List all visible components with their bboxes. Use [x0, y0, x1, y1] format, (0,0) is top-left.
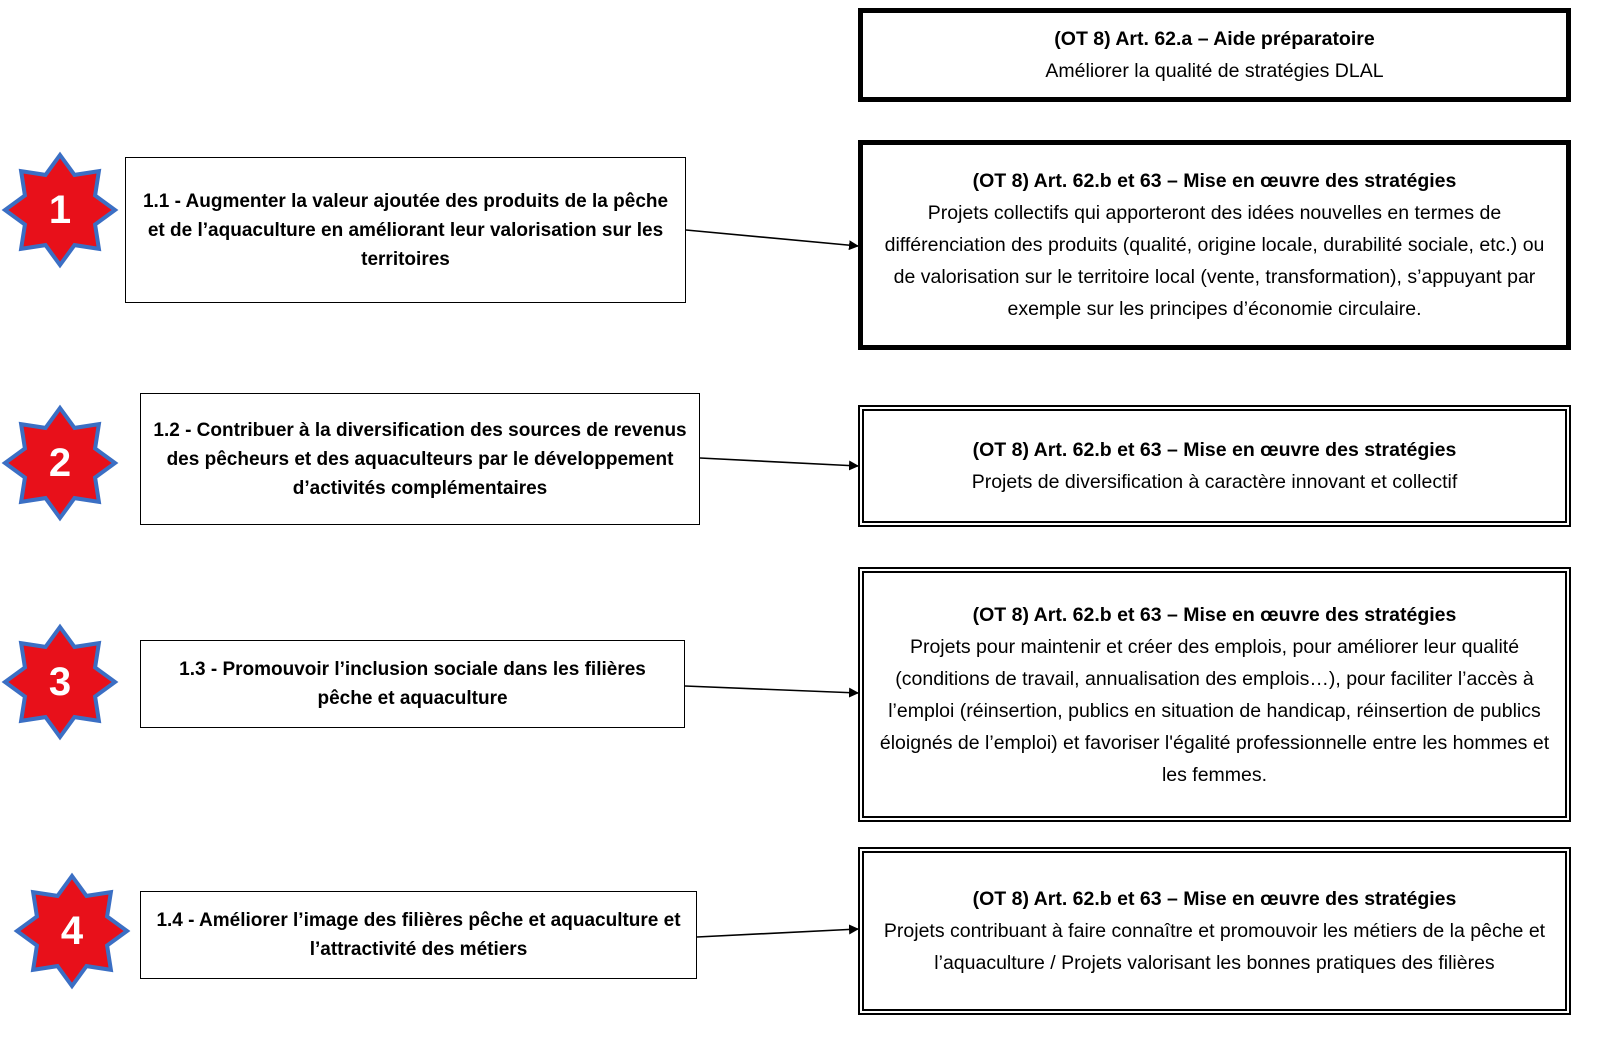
arrow-2: [699, 457, 859, 471]
measure-title-4: (OT 8) Art. 62.b et 63 – Mise en œuvre d…: [972, 888, 1457, 910]
measure-box-3: (OT 8) Art. 62.b et 63 – Mise en œuvre d…: [858, 567, 1571, 822]
objective-box-4: 1.4 - Améliorer l’image des filières pêc…: [140, 891, 697, 979]
objective-box-3: 1.3 - Promouvoir l’inclusion sociale dan…: [140, 640, 685, 728]
objective-box-2: 1.2 - Contribuer à la diversification de…: [140, 393, 700, 525]
preparatory-support-title: (OT 8) Art. 62.a – Aide préparatoire: [1054, 28, 1375, 50]
preparatory-support-desc: Améliorer la qualité de stratégies DLAL: [1045, 60, 1384, 82]
measure-title-1: (OT 8) Art. 62.b et 63 – Mise en œuvre d…: [972, 170, 1457, 192]
measure-box-1: (OT 8) Art. 62.b et 63 – Mise en œuvre d…: [858, 140, 1571, 350]
star-badge-3-number: 3: [48, 659, 72, 704]
star-badge-2: [1, 404, 119, 522]
arrow-4: [696, 924, 859, 938]
star-badge-4: [13, 872, 131, 990]
measure-box-4: (OT 8) Art. 62.b et 63 – Mise en œuvre d…: [858, 847, 1571, 1015]
measure-desc-3: Projets pour maintenir et créer des empl…: [879, 635, 1550, 786]
star-badge-4-number: 4: [60, 908, 84, 953]
star-badge-3: [1, 623, 119, 741]
objective-text-1: 1.1 - Augmenter la valeur ajoutée des pr…: [142, 190, 669, 270]
objective-text-3: 1.3 - Promouvoir l’inclusion sociale dan…: [179, 659, 646, 709]
star-badge-2-number: 2: [48, 440, 72, 485]
star-badge-1: [1, 151, 119, 269]
measure-title-3: (OT 8) Art. 62.b et 63 – Mise en œuvre d…: [972, 603, 1457, 626]
preparatory-support-box: (OT 8) Art. 62.a – Aide préparatoire Amé…: [858, 8, 1571, 102]
objective-text-2: 1.2 - Contribuer à la diversification de…: [153, 419, 687, 499]
arrow-3: [684, 685, 859, 698]
star-badge-1-number: 1: [48, 187, 72, 232]
measure-desc-2: Projets de diversification à caractère i…: [971, 471, 1458, 493]
arrow-1: [685, 229, 859, 251]
measure-desc-4: Projets contribuant à faire connaître et…: [883, 920, 1546, 974]
measure-desc-1: Projets collectifs qui apporteront des i…: [884, 202, 1545, 320]
objective-text-4: 1.4 - Améliorer l’image des filières pêc…: [156, 910, 681, 960]
measure-title-2: (OT 8) Art. 62.b et 63 – Mise en œuvre d…: [972, 439, 1457, 461]
objective-box-1: 1.1 - Augmenter la valeur ajoutée des pr…: [125, 157, 686, 303]
measure-box-2: (OT 8) Art. 62.b et 63 – Mise en œuvre d…: [858, 405, 1571, 527]
